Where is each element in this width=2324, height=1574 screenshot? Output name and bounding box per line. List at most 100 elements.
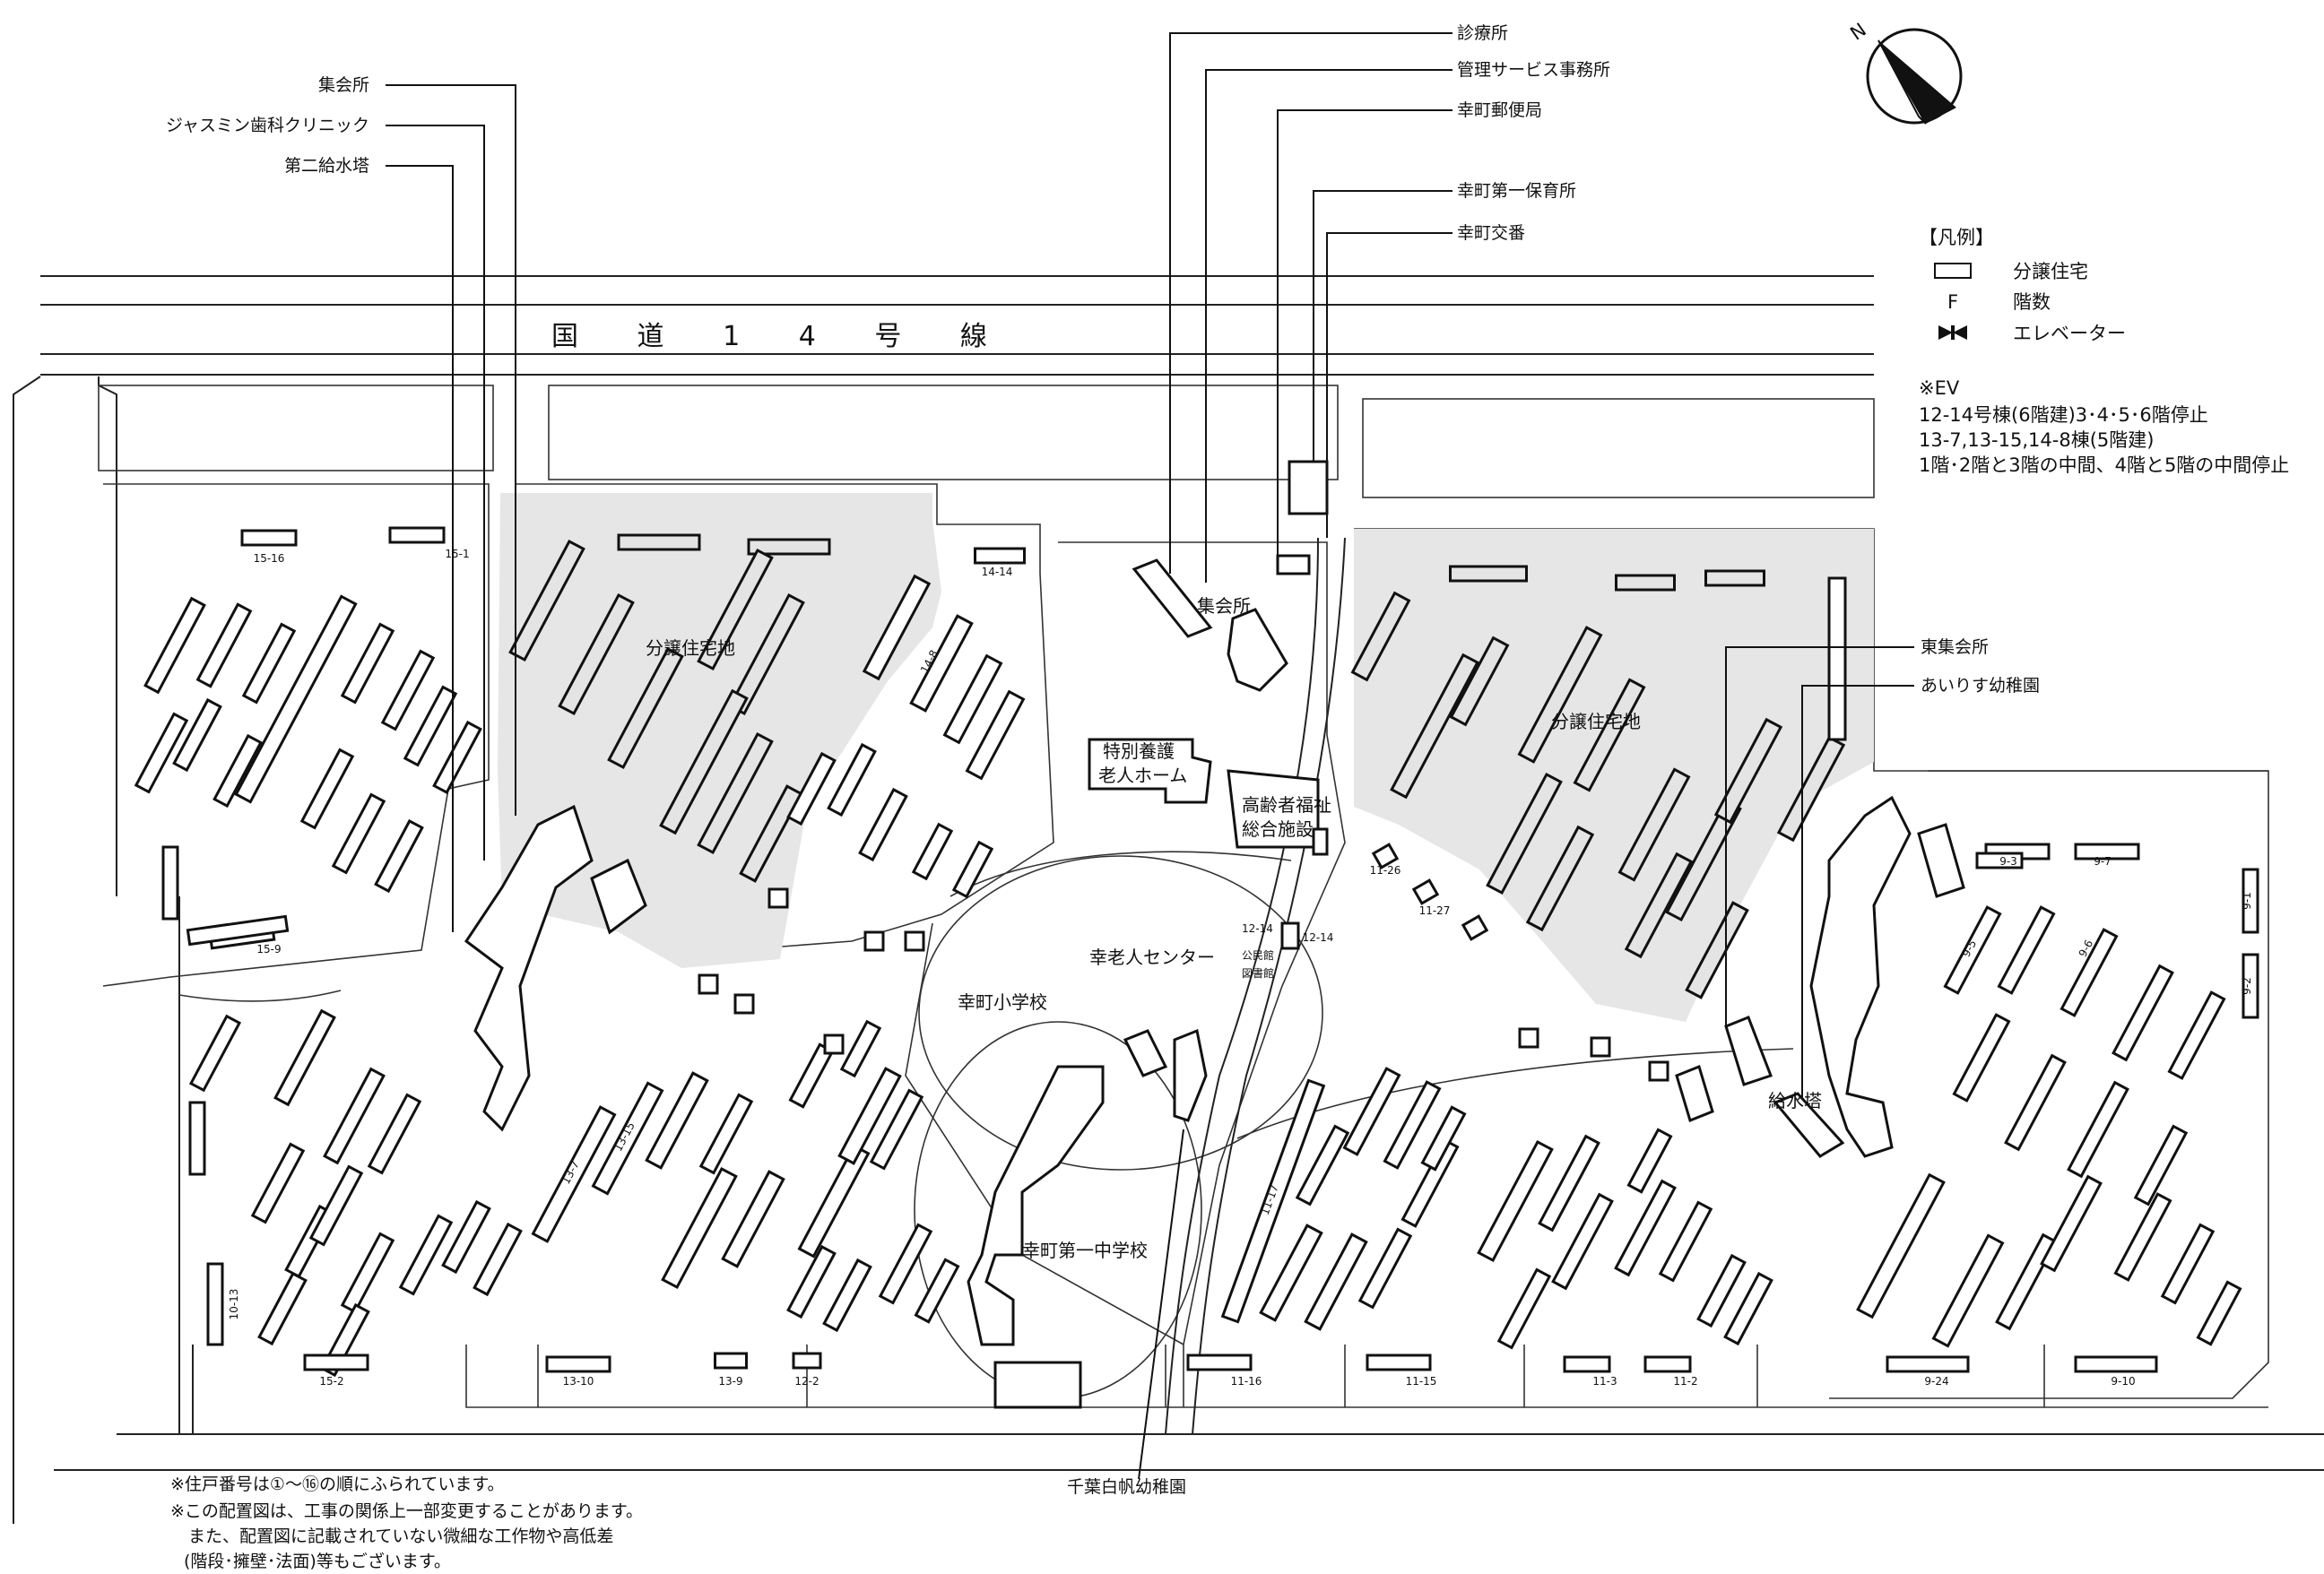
- label-library-3: 図書館: [1242, 966, 1274, 980]
- residential-building: [143, 596, 206, 695]
- building-number-label: 15-1: [445, 548, 469, 560]
- residential-building: [172, 697, 222, 773]
- residential-building: [607, 646, 684, 770]
- building-number-label: 11-2: [1673, 1375, 1697, 1388]
- residential-building: [323, 1067, 386, 1165]
- building-number-label: 9-24: [1924, 1375, 1948, 1388]
- residential-building: [186, 914, 290, 947]
- residential-building: [374, 818, 424, 894]
- building-number-label: 11-3: [1592, 1375, 1617, 1388]
- residential-building: [1696, 1253, 1747, 1328]
- residential-building: [1383, 1080, 1442, 1170]
- residential-building: [2196, 1280, 2242, 1346]
- residential-building: [1658, 1200, 1713, 1283]
- legend-item-floors: 階数: [2013, 291, 2051, 313]
- residential-building: [1449, 636, 1510, 727]
- residential-building: [2060, 928, 2119, 1017]
- notes: ※住戸番号は①～⑯の順にふられています。 ※この配置図は、工事の関係上一部変更す…: [170, 1475, 643, 1571]
- label-library-2: 公民館: [1242, 948, 1274, 962]
- leader-label-kindergarten: あいりす幼稚園: [1921, 676, 2040, 696]
- residential-building: [2074, 843, 2140, 861]
- leader-label-police: 幸町交番: [1457, 223, 1525, 243]
- residential-building: [303, 1353, 369, 1371]
- residential-building: [942, 653, 1003, 745]
- post-office-building: [1276, 554, 1311, 575]
- residential-building: [698, 973, 719, 995]
- note-line-2: ※この配置図は、工事の関係上一部変更することがあります。: [170, 1501, 643, 1521]
- building-number-label: 10-13: [228, 1289, 240, 1320]
- residential-building: [827, 742, 877, 817]
- right-complex-wing: [1917, 823, 1965, 898]
- residential-building: [839, 1019, 882, 1078]
- facility-buildings: [464, 460, 1965, 1409]
- residential-building: [545, 1355, 611, 1373]
- residential-building: [1551, 1192, 1614, 1291]
- note-line-1: ※住戸番号は①～⑯の順にふられています。: [170, 1475, 504, 1494]
- building-number-label: 9-2: [2241, 977, 2253, 995]
- residential-building: [697, 548, 774, 671]
- label-kyusuijo: 給水塔: [1768, 1090, 1822, 1111]
- legend-rect-icon: [1934, 263, 1972, 279]
- label-tokubetsu-1: 特別養護: [1103, 740, 1175, 762]
- residential-building: [837, 1067, 902, 1165]
- residential-building: [2133, 1124, 2189, 1206]
- legend-item-bunjo: 分譲住宅: [2013, 261, 2088, 282]
- legend-elevator-icon: [1938, 325, 1967, 340]
- leader-label-clinic: 診療所: [1457, 23, 1508, 43]
- leader-label-dental: ジャスミン歯科クリニック: [166, 116, 369, 135]
- residential-building: [1931, 1233, 2005, 1348]
- label-shukaisho: 集会所: [1197, 595, 1251, 617]
- residential-building: [195, 602, 253, 688]
- note-line-3: また、配置図に記載されていない微細な工作物や高低差: [188, 1526, 613, 1546]
- residential-building: [1486, 772, 1563, 895]
- residential-building: [331, 792, 386, 875]
- building-number-label: 9-3: [1999, 855, 2017, 868]
- residential-building: [747, 538, 831, 556]
- residential-building: [473, 1222, 523, 1297]
- residential-building: [858, 787, 908, 862]
- residential-building: [340, 622, 395, 705]
- label-roujin-center: 幸老人センター: [1089, 947, 1215, 968]
- leader-label-water-tower: 第二給水塔: [284, 156, 369, 176]
- north-arrow: N: [1846, 19, 1963, 125]
- residential-building: [822, 1258, 872, 1333]
- small-bldg-1: [1312, 827, 1329, 856]
- building-number-label: 12-14: [1303, 931, 1334, 944]
- residential-building: [250, 1142, 306, 1224]
- residential-building: [767, 887, 789, 909]
- shukaisho-building: [1132, 558, 1213, 638]
- building-number-label: 15-16: [254, 552, 285, 565]
- residential-building: [188, 1101, 206, 1176]
- residential-building: [299, 748, 355, 830]
- residential-building: [558, 592, 635, 716]
- residential-building: [206, 1262, 224, 1346]
- residential-building: [240, 529, 298, 547]
- residential-building: [1886, 1355, 1970, 1373]
- residential-building: [739, 784, 803, 883]
- label-library-1: 12-14: [1242, 922, 1273, 935]
- residential-building: [441, 1199, 491, 1275]
- residential-building: [645, 1071, 709, 1170]
- residential-building: [797, 1144, 871, 1258]
- residential-building: [273, 1008, 336, 1107]
- building-number-label: 15-9: [256, 943, 281, 956]
- residential-building: [869, 1088, 924, 1171]
- residential-building: [661, 1166, 738, 1290]
- residential-building: [1496, 1267, 1552, 1350]
- label-tokubetsu-2: 老人ホーム: [1098, 765, 1187, 786]
- residential-building: [1723, 1271, 1773, 1346]
- ev-line-1: 12-14号棟(6階建)3･4･5･6階停止: [1919, 404, 2208, 426]
- kyusuijo-building: [1724, 1016, 1773, 1086]
- residential-building: [1259, 1224, 1323, 1322]
- kyusuijo-annex-2: [1773, 1092, 1845, 1158]
- residential-building: [1342, 1067, 1401, 1156]
- residential-building: [2113, 1192, 2172, 1282]
- residential-building: [1477, 1139, 1554, 1263]
- residential-building: [1648, 1060, 1669, 1082]
- leader-label-nursery: 幸町第一保育所: [1457, 181, 1576, 201]
- elementary-building: [1173, 1028, 1208, 1122]
- residential-building: [697, 731, 774, 855]
- residential-building: [1590, 1036, 1611, 1058]
- residential-building: [1997, 905, 2056, 995]
- residential-building: [911, 822, 954, 881]
